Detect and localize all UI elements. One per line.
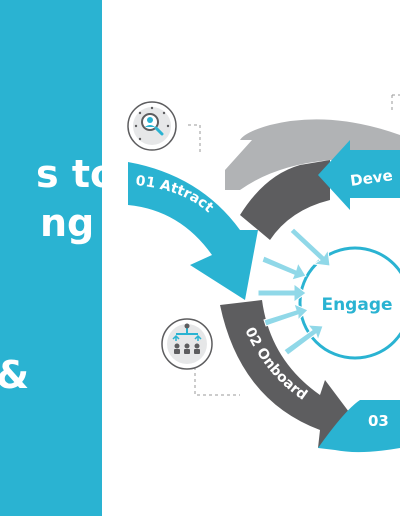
title-panel: s to ng & [0, 0, 116, 516]
develop-label: Deve [349, 166, 394, 190]
onboard-icon [161, 318, 213, 370]
light-gray-cycle-arrow [225, 119, 400, 190]
engage-circle [298, 246, 400, 360]
attract-icon [127, 101, 177, 151]
title-line-2: ng [40, 201, 95, 245]
engage-label: Engage [321, 295, 392, 315]
retain-arrow [318, 400, 400, 453]
develop-arrow [318, 140, 400, 210]
title-line-1: s to [36, 152, 117, 196]
dark-gray-upper-arc [240, 160, 330, 240]
title-line-3: & [0, 356, 29, 394]
engage-pointer-arrows [257, 227, 331, 356]
retain-label: 03 [368, 412, 389, 430]
attract-arrow [128, 162, 258, 300]
onboard-arrow [220, 300, 355, 448]
